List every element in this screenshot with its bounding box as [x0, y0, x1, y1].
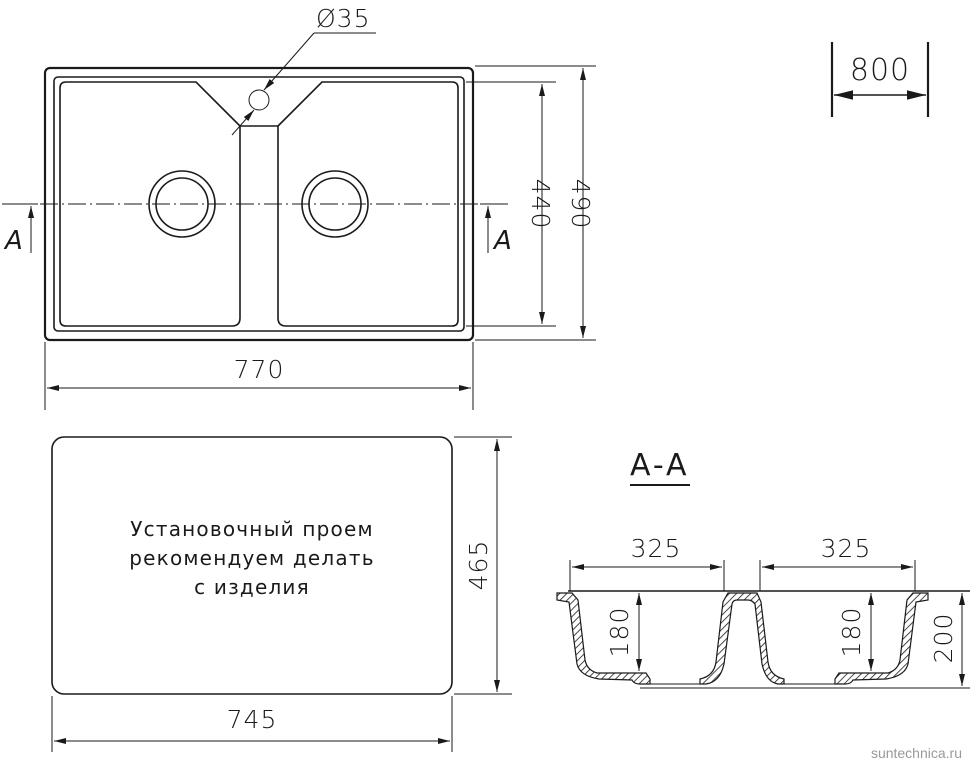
cutout-note-line-1: Установочный проем: [130, 517, 374, 541]
cutout-note: Установочный проем рекомендуем делать с …: [52, 515, 452, 602]
cutout-height-label: 465: [464, 540, 493, 591]
bowl-depth-label: 440: [526, 179, 555, 230]
overall-height-label: 200: [929, 613, 958, 664]
right-bowl-depth-label: 180: [837, 607, 866, 658]
cutout-note-line-3: с изделия: [194, 575, 310, 599]
cabinet-width-symbol: 800: [830, 42, 930, 117]
left-bowl-section: [556, 592, 651, 685]
cutout-view: 465 745: [51, 436, 512, 752]
tap-hole: [248, 89, 270, 111]
divider-section: [699, 592, 785, 685]
cutout-outline: [51, 436, 453, 695]
top-view: A A Ø35 770 440 490: [2, 4, 596, 410]
cabinet-width-label: 800: [850, 53, 910, 88]
cutout-width-label: 745: [227, 705, 278, 734]
right-bowl-width-label: 325: [821, 534, 872, 563]
overall-depth-label: 490: [566, 179, 595, 230]
overall-width-label: 770: [234, 355, 285, 384]
section-view: 325 325 180 180 200: [556, 534, 970, 689]
left-bowl-outline: [59, 81, 241, 327]
left-bowl-depth-label: 180: [605, 607, 634, 658]
right-bowl-outline: [277, 81, 459, 327]
right-bowl-section: [834, 592, 929, 685]
left-bowl-width-label: 325: [631, 534, 682, 563]
section-title: A-A: [630, 448, 690, 486]
tap-hole-diameter-label: Ø35: [316, 4, 371, 33]
cutout-note-line-2: рекомендуем делать: [129, 546, 375, 570]
section-label-right: A: [492, 226, 512, 256]
watermark: suntechnica.ru: [870, 745, 962, 761]
section-label-left: A: [3, 226, 23, 256]
